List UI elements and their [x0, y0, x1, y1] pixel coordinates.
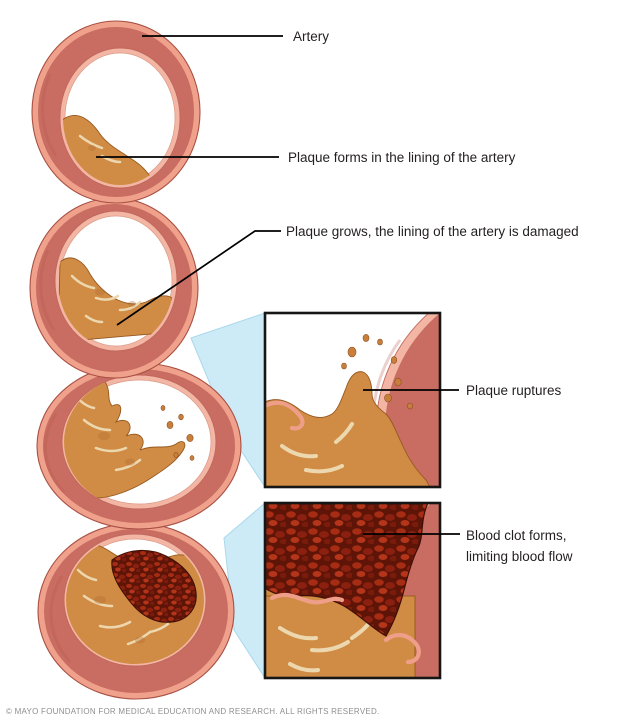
blood-clot-label: Blood clot forms, limiting blood flow: [466, 525, 573, 567]
leader-plaque-grows: [116, 230, 281, 326]
rupture-inset-border: [263, 311, 442, 489]
artery-stage-4-blood-clot: [37, 522, 235, 700]
plaque-ruptures-label: Plaque ruptures: [466, 383, 562, 398]
plaque-grows-label: Plaque grows, the lining of the artery i…: [286, 224, 579, 239]
artery-stage-3-plaque-ruptures: [36, 362, 242, 530]
plaque-forms-label: Plaque forms in the lining of the artery: [288, 150, 516, 165]
artery-stage-2-plaque-grows: [29, 197, 199, 379]
artery-stage-1-plaque-forms: [31, 20, 201, 204]
blood-clot-label-line2: limiting blood flow: [466, 549, 573, 564]
inset-plaque-ruptures: [263, 311, 442, 489]
copyright-notice: © MAYO FOUNDATION FOR MEDICAL EDUCATION …: [6, 707, 380, 716]
clot-inset-border: [263, 501, 442, 680]
inset-blood-clot: [263, 501, 442, 680]
blood-clot-label-line1: Blood clot forms,: [466, 528, 567, 543]
artery-label: Artery: [293, 29, 330, 44]
